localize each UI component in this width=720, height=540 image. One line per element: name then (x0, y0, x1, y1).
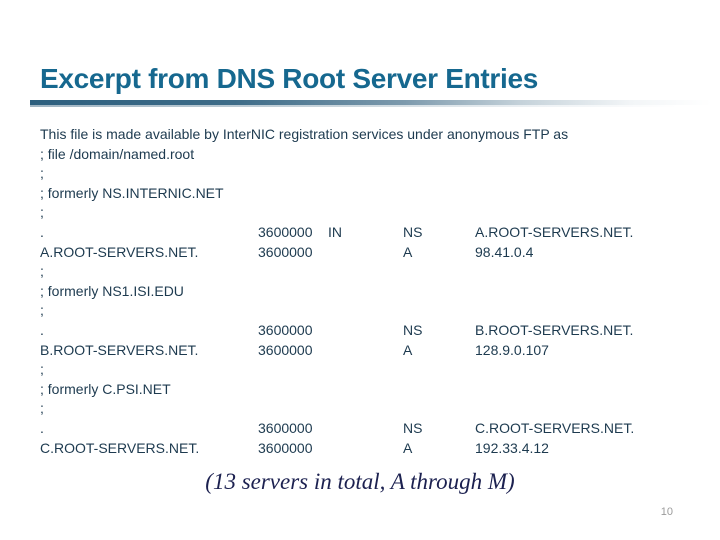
listing-line: This file is made available by InterNIC … (40, 126, 708, 146)
listing-line: ; formerly NS1.ISI.EDU (40, 283, 708, 303)
record-ttl: 3600000 (258, 223, 313, 240)
listing-comment: This file is made available by InterNIC … (40, 126, 569, 142)
record-type: NS (403, 223, 423, 240)
record-owner: . (40, 223, 44, 240)
dns-zone-listing: This file is made available by InterNIC … (40, 126, 708, 459)
record-value: A.ROOT-SERVERS.NET. (475, 223, 634, 240)
listing-record-row: A.ROOT-SERVERS.NET. 3600000 A 98.41.0.4 (40, 244, 708, 264)
record-type: NS (403, 419, 423, 436)
record-type: A (403, 341, 413, 358)
listing-comment: ; file /domain/named.root (40, 145, 195, 162)
listing-comment: ; (40, 165, 44, 182)
record-ttl: 3600000 (258, 419, 313, 436)
listing-record-row: . 3600000 NS B.ROOT-SERVERS.NET. (40, 322, 708, 342)
record-owner: A.ROOT-SERVERS.NET. (40, 243, 199, 260)
listing-record-row: . 3600000 NS C.ROOT-SERVERS.NET. (40, 420, 708, 440)
listing-comment: ; (40, 263, 44, 280)
listing-line: ; (40, 361, 708, 381)
record-owner: B.ROOT-SERVERS.NET. (40, 341, 199, 358)
listing-comment: ; (40, 302, 44, 319)
title-underline-rule-shadow (30, 105, 712, 107)
record-type: A (403, 243, 413, 260)
record-value: B.ROOT-SERVERS.NET. (475, 321, 634, 338)
page-number: 10 (660, 506, 673, 518)
listing-record-row: C.ROOT-SERVERS.NET. 3600000 A 192.33.4.1… (40, 440, 708, 460)
record-type: NS (403, 321, 423, 338)
record-owner: . (40, 321, 44, 338)
record-ttl: 3600000 (258, 321, 313, 338)
record-value: 128.9.0.107 (475, 341, 549, 358)
listing-comment: ; formerly NS1.ISI.EDU (40, 282, 184, 299)
record-value: C.ROOT-SERVERS.NET. (475, 419, 635, 436)
listing-comment: ; formerly C.PSI.NET (40, 380, 171, 397)
listing-line: ; (40, 204, 708, 224)
record-value: 192.33.4.12 (475, 439, 549, 456)
listing-comment: ; (40, 361, 44, 378)
listing-line: ; (40, 400, 708, 420)
listing-comment: ; formerly NS.INTERNIC.NET (40, 184, 224, 201)
slide-title: Excerpt from DNS Root Server Entries (40, 63, 539, 94)
listing-record-row: . 3600000 IN NS A.ROOT-SERVERS.NET. (40, 224, 708, 244)
record-owner: C.ROOT-SERVERS.NET. (40, 439, 200, 456)
listing-line: ; (40, 165, 708, 185)
record-ttl: 3600000 (258, 439, 313, 456)
listing-comment: ; (40, 400, 44, 417)
record-ttl: 3600000 (258, 341, 313, 358)
title-underline-rule (30, 100, 712, 105)
record-class: IN (328, 223, 342, 240)
listing-line: ; file /domain/named.root (40, 146, 708, 166)
record-owner: . (40, 419, 44, 436)
listing-record-row: B.ROOT-SERVERS.NET. 3600000 A 128.9.0.10… (40, 342, 708, 362)
record-ttl: 3600000 (258, 243, 313, 260)
listing-line: ; (40, 302, 708, 322)
listing-comment: ; (40, 204, 44, 221)
footer-note: (13 servers in total, A through M) (205, 469, 515, 494)
listing-line: ; (40, 263, 708, 283)
record-type: A (403, 439, 413, 456)
listing-line: ; formerly C.PSI.NET (40, 381, 708, 401)
listing-line: ; formerly NS.INTERNIC.NET (40, 185, 708, 205)
record-value: 98.41.0.4 (475, 243, 534, 260)
